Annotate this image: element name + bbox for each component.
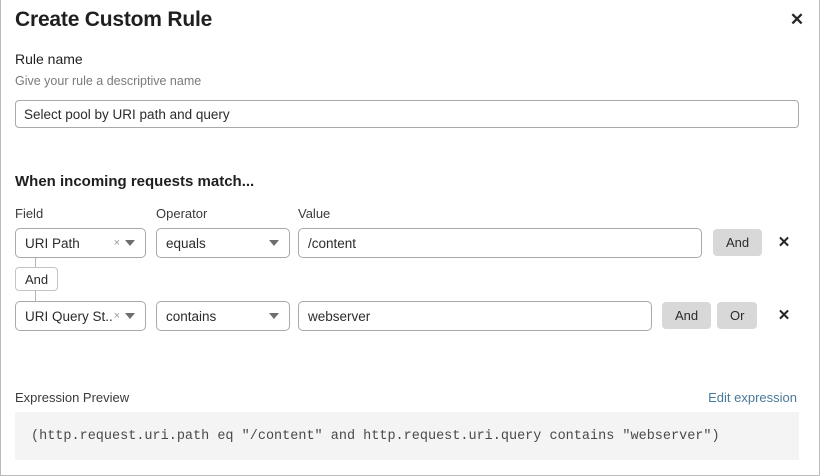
and-button-2[interactable]: And [662, 302, 712, 329]
field-select-1[interactable]: URI Path × [15, 228, 146, 258]
operator-select-2[interactable]: contains [156, 301, 290, 331]
field-select-1-value: URI Path [25, 235, 80, 251]
expression-preview-label: Expression Preview [15, 390, 130, 405]
edit-expression-link[interactable]: Edit expression [708, 390, 797, 405]
rule-name-input[interactable] [15, 100, 799, 128]
column-header-field: Field [15, 206, 44, 221]
or-button-2[interactable]: Or [717, 302, 758, 329]
row-connector: And [15, 258, 135, 302]
operator-select-2-value: contains [166, 308, 217, 324]
operator-select-1[interactable]: equals [156, 228, 290, 258]
value-input-2[interactable] [298, 301, 652, 331]
chevron-down-icon [269, 313, 279, 319]
expression-preview-box: (http.request.uri.path eq "/content" and… [15, 412, 799, 460]
condition-row: URI Query St... × contains And Or ✕ [1, 301, 819, 331]
rule-name-label: Rule name [15, 51, 83, 67]
delete-row-button-2[interactable]: ✕ [773, 304, 795, 326]
clear-icon[interactable]: × [113, 309, 120, 322]
expression-preview-code: (http.request.uri.path eq "/content" and… [31, 428, 720, 444]
column-header-value: Value [298, 206, 331, 221]
chevron-down-icon [269, 240, 279, 246]
condition-row: URI Path × equals And ✕ [1, 228, 819, 258]
chevron-down-icon [125, 240, 135, 246]
chevron-down-icon [125, 313, 135, 319]
connector-and-chip[interactable]: And [15, 267, 59, 291]
connector-line-top [35, 258, 36, 268]
value-input-1[interactable] [298, 228, 702, 258]
and-button-1[interactable]: And [713, 229, 763, 256]
rule-name-hint: Give your rule a descriptive name [15, 74, 202, 88]
clear-icon[interactable]: × [113, 236, 120, 249]
operator-select-1-value: equals [166, 235, 206, 251]
field-select-2-value: URI Query St... [25, 308, 112, 324]
column-header-operator: Operator [156, 206, 208, 221]
dialog-title: Create Custom Rule [15, 8, 213, 31]
close-icon[interactable]: ✕ [784, 6, 810, 32]
match-section-heading: When incoming requests match... [15, 173, 255, 190]
delete-row-button-1[interactable]: ✕ [773, 231, 795, 253]
field-select-2[interactable]: URI Query St... × [15, 301, 146, 331]
connector-line-bottom [35, 290, 36, 302]
